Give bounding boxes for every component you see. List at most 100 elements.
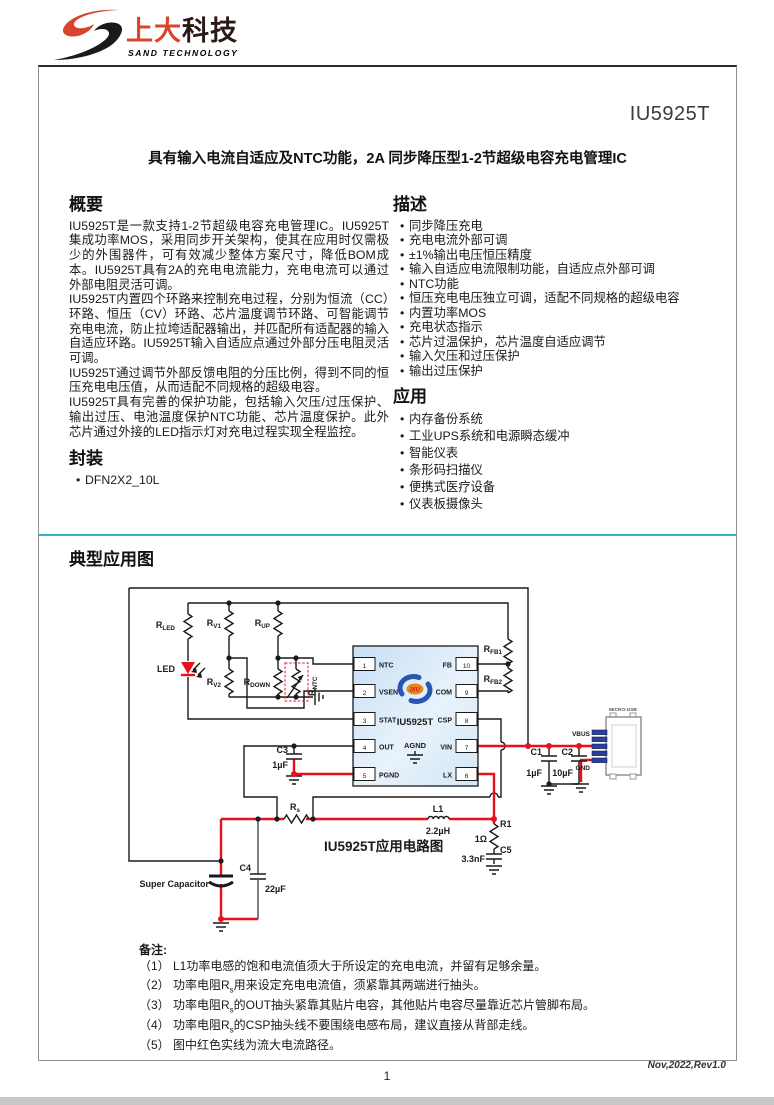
svg-text:6: 6 [465,773,469,780]
ntc-thermistor [284,662,309,702]
usb-pins [591,729,608,763]
micro-usb-connector: MICRO-USB VBUS GND [572,707,642,780]
c3-name: C3 [276,745,288,755]
description-item: •恒压充电电压独立可调，适配不同规格的超级电容 [400,291,680,306]
typical-application-heading: 典型应用图 [69,550,154,569]
rup-label: RUP [255,618,270,630]
usb-title: MICRO-USB [609,707,637,713]
bullet-dot-icon: • [400,291,405,306]
c1-name: C1 [530,747,542,757]
section-divider-rule [39,534,736,536]
overview-paragraph: IU5925T是一款支持1-2节超级电容充电管理IC。IU5925T集成功率MO… [69,218,389,292]
l1-name: L1 [433,804,444,814]
l1-value: 2.2µH [426,826,450,836]
content-frame: IU5925T 具有输入电流自适应及NTC功能，2A 同步降压型1-2节超级电容… [38,65,737,1061]
rled-label: RLED [156,620,176,632]
svg-text:PGND: PGND [379,773,399,780]
svg-text:STAT: STAT [379,718,397,725]
description-item: •输入自适应电流限制功能，自适应点外部可调 [400,262,655,277]
bullet-dot-icon: • [400,445,405,460]
ic-part-name: IU5925T [397,717,434,728]
c3-value: 1µF [272,760,288,770]
svg-text:FB: FB [443,663,452,670]
c2-name: C2 [561,747,573,757]
svg-text:CSP: CSP [438,718,453,725]
led-symbol: LED [157,662,206,678]
note-item: （4）功率电阻Rs的CSP抽头线不要围绕电感布局，建议直接从背部走线。 [139,1018,535,1035]
part-number-title: IU5925T [629,103,710,125]
applications-heading: 应用 [393,387,427,407]
supercap-label: Super Capacitor [139,879,209,889]
ic-agnd-label: AGND [404,741,427,750]
bullet-dot-icon: • [400,428,405,443]
application-item: •工业UPS系统和电源瞬态缓冲 [400,428,570,443]
ic-pin-ntc: 1 NTC [353,657,393,671]
bullet-dot-icon: • [400,305,405,320]
bullet-dot-icon: • [400,320,405,335]
usb-vbus-label: VBUS [572,731,591,738]
overview-heading: 概要 [69,195,103,214]
svg-text:OUT: OUT [379,745,395,752]
svg-text:VIN: VIN [440,745,452,752]
bullet-dot-icon: • [400,496,405,511]
ic-vendor-logo-icon: IXU [397,674,433,704]
c4-name: C4 [239,863,251,873]
bullet-dot-icon: • [400,363,405,378]
led-label: LED [157,664,176,674]
description-item: •充电电流外部可调 [400,233,508,248]
bullet-dot-icon: • [400,218,405,233]
bullet-dot-icon: • [400,262,405,277]
description-item: •芯片过温保护，芯片温度自适应调节 [400,334,606,349]
overview-paragraph: IU5925T通过调节外部反馈电阻的分压比例，得到不同的恒压充电电压值，从而适配… [69,365,389,395]
ic-pin-out: 4 OUT [353,739,395,753]
notes-heading: 备注: [139,943,167,957]
bullet-dot-icon: • [400,411,405,426]
description-item: •NTC功能 [400,276,459,291]
schematic-wires-red [219,744,594,921]
rv2-label: RV2 [207,677,222,689]
ic-pin-vsen: 2 VSEN [353,684,398,698]
usb-gnd-label: GND [576,765,591,772]
ic-pin-fb: 10 FB [443,657,478,671]
application-item: •便携式医疗设备 [400,479,496,494]
package-heading: 封装 [69,449,103,469]
description-item: •内置功率MOS [400,305,487,320]
rv1-label: RV1 [207,618,222,630]
junction-dots [218,600,552,864]
description-column: 描述 •同步降压充电 •充电电流外部可调 •±1%输出电压恒压精度 •输入自适应… [393,196,715,513]
revision-text: Nov,2022,Rev1.0 [647,1060,726,1071]
bullet-dot-icon: • [400,349,405,364]
bullet-dot-icon: • [400,462,405,477]
logo-graphic: 上大科技 SAND TECHNOLOGY [54,9,238,60]
ic-pin-lx: 6 LX [443,767,478,781]
bullet-dot-icon: • [400,334,405,349]
rntc-label: RNTC [307,676,319,696]
bullet-dot-icon: • [400,247,405,262]
rs-label: Rs [290,802,301,814]
application-item: •内存备份系统 [400,411,483,426]
ic-pin-csp: 8 CSP [438,712,478,726]
ic-pin-vin: 7 VIN [440,739,478,753]
svg-text:9: 9 [465,690,469,697]
supercap-symbol [208,874,234,888]
svg-text:IXU: IXU [410,688,421,694]
overview-column: 概要 IU5925T是一款支持1-2节超级电容充电管理IC。IU5925T集成功… [69,195,389,487]
ic-pin-pgnd: 5 PGND [353,767,399,781]
rfb2-label: RFB2 [484,674,503,686]
page-number: 1 [383,1069,391,1083]
description-item: •输入欠压和过压保护 [400,349,520,364]
svg-text:NTC: NTC [379,663,393,670]
rdown-label: RDOWN [244,677,271,689]
svg-text:LX: LX [443,773,452,780]
c2-value: 10µF [552,768,573,778]
c5-value: 3.3nF [461,854,485,864]
bullet-dot-icon: • [400,276,405,291]
note-item: （5）图中红色实线为流大电流路径。 [139,1038,342,1053]
r1-value: 1Ω [475,834,487,844]
rfb1-label: RFB1 [484,644,503,656]
logo-cn-text: 上大科技 [126,16,238,46]
c5-name: C5 [500,845,512,855]
ic-iu5925t: 1 NTC 2 VSEN 3 STAT 4 [352,645,479,787]
description-item: •充电状态指示 [400,320,483,335]
